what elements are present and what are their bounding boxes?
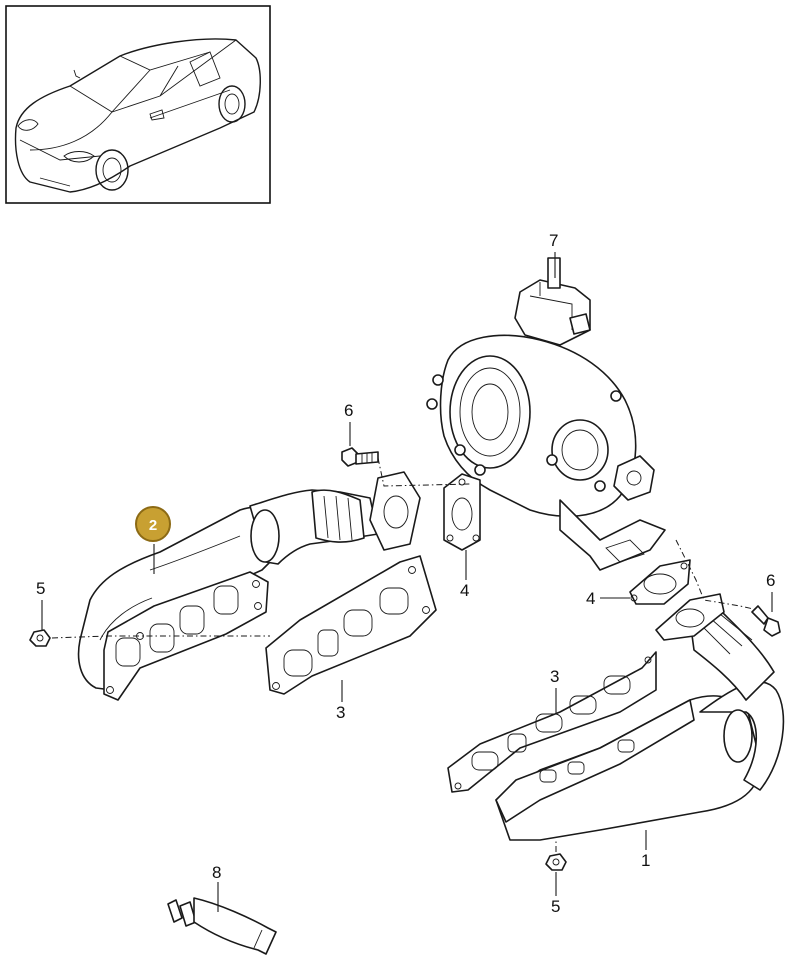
manifold-gasket-part-3-right: [447, 651, 657, 793]
exhaust-manifold-part-2: [77, 471, 421, 701]
callout-labels: 7 6 5 3 4 4 6 3 1 5 8 2: [36, 231, 775, 916]
turbocharger-part-7: [426, 257, 666, 571]
callout-5-left: 5: [36, 579, 45, 598]
car-icon: [14, 38, 261, 193]
callout-3-right: 3: [550, 667, 559, 686]
manifold-gasket-part-3-left: [265, 555, 437, 695]
assembly-lines: [51, 457, 759, 852]
leader-lines: [41, 252, 773, 912]
vehicle-thumbnail: [5, 5, 271, 204]
callout-1: 1: [641, 851, 650, 870]
callout-2-highlight: [135, 506, 171, 542]
exhaust-manifold-part-1: [495, 593, 785, 841]
callout-2: 2: [149, 517, 157, 534]
turbo-gasket-part-4-upper: [443, 473, 481, 551]
sealant-tube-part-8: [167, 897, 277, 955]
callout-7: 7: [549, 231, 558, 250]
callout-8: 8: [212, 863, 221, 882]
nut-part-5-left: [29, 629, 51, 647]
callout-5-right: 5: [551, 897, 560, 916]
bolt-part-6-upper: [341, 447, 379, 467]
callout-3-left: 3: [336, 703, 345, 722]
callout-6-lower: 6: [766, 571, 775, 590]
bolt-part-6-lower: [751, 605, 781, 637]
nut-part-5-right: [545, 853, 567, 871]
callout-6-upper: 6: [344, 401, 353, 420]
turbo-gasket-part-4-lower: [629, 559, 691, 605]
callout-4-lower: 4: [586, 589, 595, 608]
callout-4-upper: 4: [460, 581, 469, 600]
